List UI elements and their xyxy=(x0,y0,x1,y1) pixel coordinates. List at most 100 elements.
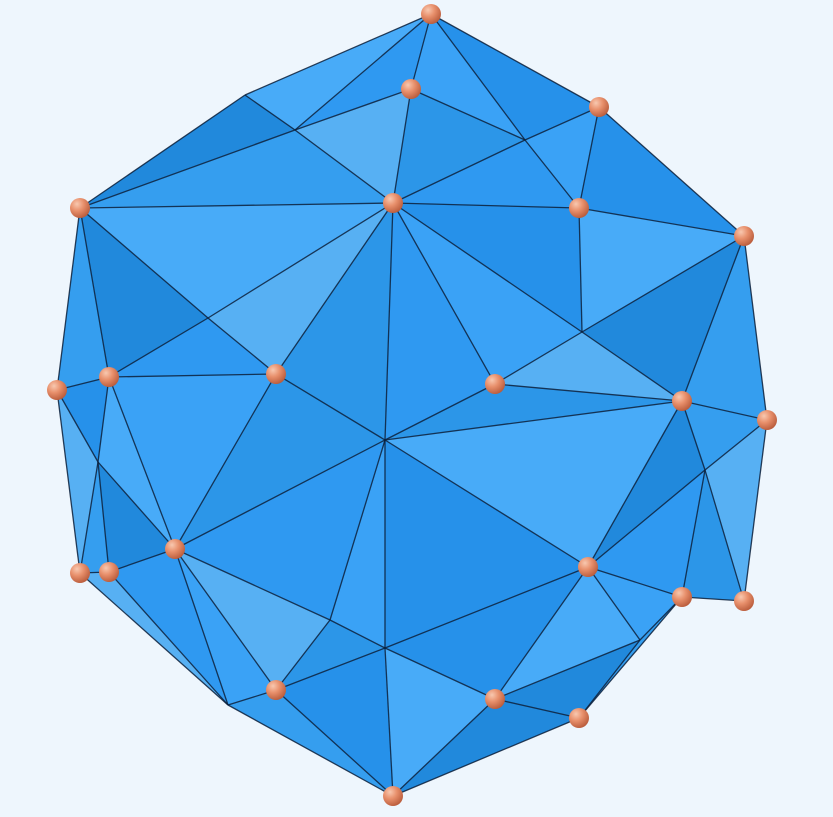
polyhedron-edge xyxy=(79,202,394,209)
polyhedron-edge xyxy=(392,202,580,209)
polyhedron-edge xyxy=(108,548,176,573)
polyhedron-face xyxy=(588,470,705,597)
polyhedron-edge xyxy=(410,88,526,141)
polyhedron-edge xyxy=(494,331,583,385)
polyhedron-edge xyxy=(392,139,526,204)
vertex-sphere xyxy=(383,193,403,213)
polyhedron-face xyxy=(109,549,228,705)
polyhedron-face xyxy=(411,14,525,140)
polyhedron-edge xyxy=(392,202,583,333)
polyhedron-face xyxy=(175,549,330,690)
polyhedron-edge xyxy=(681,400,768,421)
polyhedron-face xyxy=(228,690,393,796)
polyhedron-face xyxy=(80,203,393,318)
polyhedron-edge xyxy=(174,373,277,550)
polyhedron-face xyxy=(705,420,767,601)
polyhedron-edge xyxy=(494,639,641,700)
polyhedron-face xyxy=(682,236,767,420)
polyhedron-face xyxy=(385,648,495,796)
polyhedron-edge xyxy=(275,689,394,797)
polyhedron-edge xyxy=(430,13,526,141)
polyhedron-edge xyxy=(578,207,745,237)
polyhedron-edge xyxy=(681,235,745,402)
polyhedron-face xyxy=(98,462,175,572)
vertex-sphere xyxy=(165,539,185,559)
polyhedron-edge xyxy=(294,129,394,204)
vertex-sphere xyxy=(672,391,692,411)
polyhedron-edge xyxy=(578,596,683,719)
vertex-sphere xyxy=(569,708,589,728)
polyhedron-edge xyxy=(275,619,331,691)
polyhedron-face xyxy=(682,470,744,601)
vertex-sphere xyxy=(485,374,505,394)
vertex-sphere xyxy=(485,689,505,709)
polyhedron-edge xyxy=(430,13,600,108)
vertex-sphere xyxy=(578,557,598,577)
polyhedron-edge xyxy=(384,566,589,649)
polyhedron-face xyxy=(579,208,744,332)
polyhedron-face xyxy=(245,14,431,130)
polyhedron-edge xyxy=(207,202,394,319)
polyhedron-edge xyxy=(97,376,110,463)
polyhedron-edge xyxy=(598,106,745,237)
polyhedron-edge xyxy=(743,235,768,421)
polyhedron-face xyxy=(276,620,385,690)
polyhedron-edge xyxy=(79,461,99,574)
polyhedron-edge xyxy=(97,461,110,573)
polyhedron-face xyxy=(295,89,411,203)
polyhedron-face xyxy=(393,699,579,796)
polyhedron-face xyxy=(208,203,393,374)
vertex-sphere xyxy=(47,380,67,400)
polyhedron-edge xyxy=(244,13,432,96)
polyhedron-face xyxy=(109,318,276,377)
polyhedron-edge xyxy=(384,202,394,441)
vertex-sphere xyxy=(70,563,90,583)
polyhedron-edge xyxy=(108,376,176,550)
vertex-sphere xyxy=(70,198,90,218)
polyhedron-edge xyxy=(174,548,331,621)
polyhedron-face xyxy=(175,374,385,549)
polyhedron-edge xyxy=(578,639,641,719)
polyhedron-edge xyxy=(681,400,706,471)
polyhedron-face xyxy=(80,130,393,208)
polyhedron-edge xyxy=(587,400,683,568)
vertex-sphere xyxy=(99,562,119,582)
vertex-sphere xyxy=(734,591,754,611)
polyhedron-edge xyxy=(174,548,229,706)
polyhedron-edge xyxy=(108,317,209,378)
vertex-sphere xyxy=(569,198,589,218)
polyhedron-edge xyxy=(392,202,496,385)
vertex-sphere xyxy=(757,410,777,430)
polyhedron-edges xyxy=(56,13,768,797)
polyhedron-face xyxy=(276,648,393,796)
polyhedron-face xyxy=(57,390,98,573)
polyhedron-face xyxy=(385,440,588,648)
polyhedron-face xyxy=(98,377,175,549)
polyhedron-edge xyxy=(494,383,683,402)
polyhedron-edge xyxy=(681,469,706,598)
polyhedron-face xyxy=(109,374,276,549)
polyhedron-edge xyxy=(578,106,600,209)
polyhedron-edge xyxy=(174,439,386,550)
polyhedron-edge xyxy=(384,400,683,441)
polyhedron-face xyxy=(393,203,582,384)
polyhedron-edge xyxy=(227,704,394,797)
polyhedron-face xyxy=(276,203,393,440)
polyhedron-edge xyxy=(294,88,412,131)
polyhedron-edge xyxy=(294,13,432,131)
polyhedron-edge xyxy=(329,439,386,621)
polyhedron-face xyxy=(579,107,744,236)
polyhedron-edge xyxy=(524,106,600,141)
polyhedron-edge xyxy=(578,207,583,333)
vertex-sphere xyxy=(401,79,421,99)
polyhedron-edge xyxy=(681,596,745,602)
polyhedron-edge xyxy=(743,419,768,602)
polyhedron-face xyxy=(495,332,682,401)
polyhedron-face xyxy=(385,401,682,567)
polyhedron-edge xyxy=(392,717,580,797)
polyhedron-edge xyxy=(275,202,394,375)
polyhedron-edge xyxy=(79,94,246,209)
vertex-sphere xyxy=(589,97,609,117)
vertex-sphere xyxy=(266,680,286,700)
